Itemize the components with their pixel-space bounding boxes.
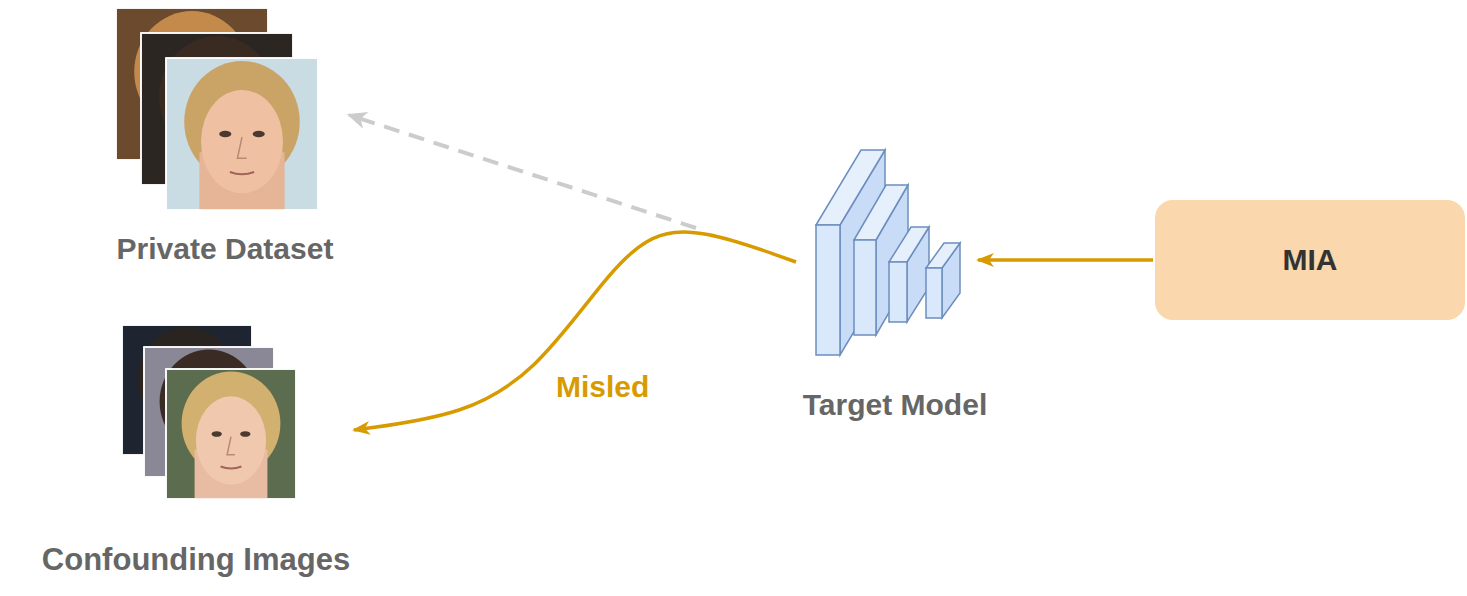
face <box>201 90 283 193</box>
layer-front <box>854 240 876 335</box>
photo-stack <box>116 8 318 210</box>
layer-top <box>854 185 908 240</box>
connector-arrow <box>354 232 796 430</box>
caption-label: Confounding Images <box>2 542 390 578</box>
photo-frame <box>166 369 296 499</box>
nose <box>237 137 246 158</box>
layer-front <box>926 268 942 318</box>
photo-stack <box>122 325 296 499</box>
box-label: MIA <box>1283 243 1338 277</box>
caption-label: Target Model <box>786 388 1004 422</box>
illustration <box>2 325 382 500</box>
mouth <box>230 172 254 174</box>
connector-arrow <box>978 258 1153 262</box>
illustration <box>91 8 351 220</box>
image-stack: Confounding Images <box>2 325 390 578</box>
edge-label: Misled <box>552 370 653 404</box>
eye <box>253 131 265 138</box>
process-box: MIA <box>1155 200 1465 320</box>
mouth <box>221 467 242 469</box>
nose <box>227 437 235 455</box>
eye <box>212 431 222 437</box>
layer-top <box>926 243 960 268</box>
layer-front <box>889 262 907 322</box>
photo-border <box>166 58 318 210</box>
cnn-layers <box>816 150 960 355</box>
eye <box>219 131 231 138</box>
layer-front <box>816 225 840 355</box>
illustration <box>786 145 996 360</box>
face <box>196 396 266 484</box>
photo-frame <box>166 58 318 210</box>
photo-border <box>166 369 296 499</box>
image-stack: Private Dataset <box>91 8 359 266</box>
connector-arrow <box>349 115 696 228</box>
layer-top <box>889 227 929 262</box>
caption-label: Private Dataset <box>91 232 359 266</box>
eye <box>240 431 250 437</box>
model-icon: Target Model <box>786 145 1004 422</box>
